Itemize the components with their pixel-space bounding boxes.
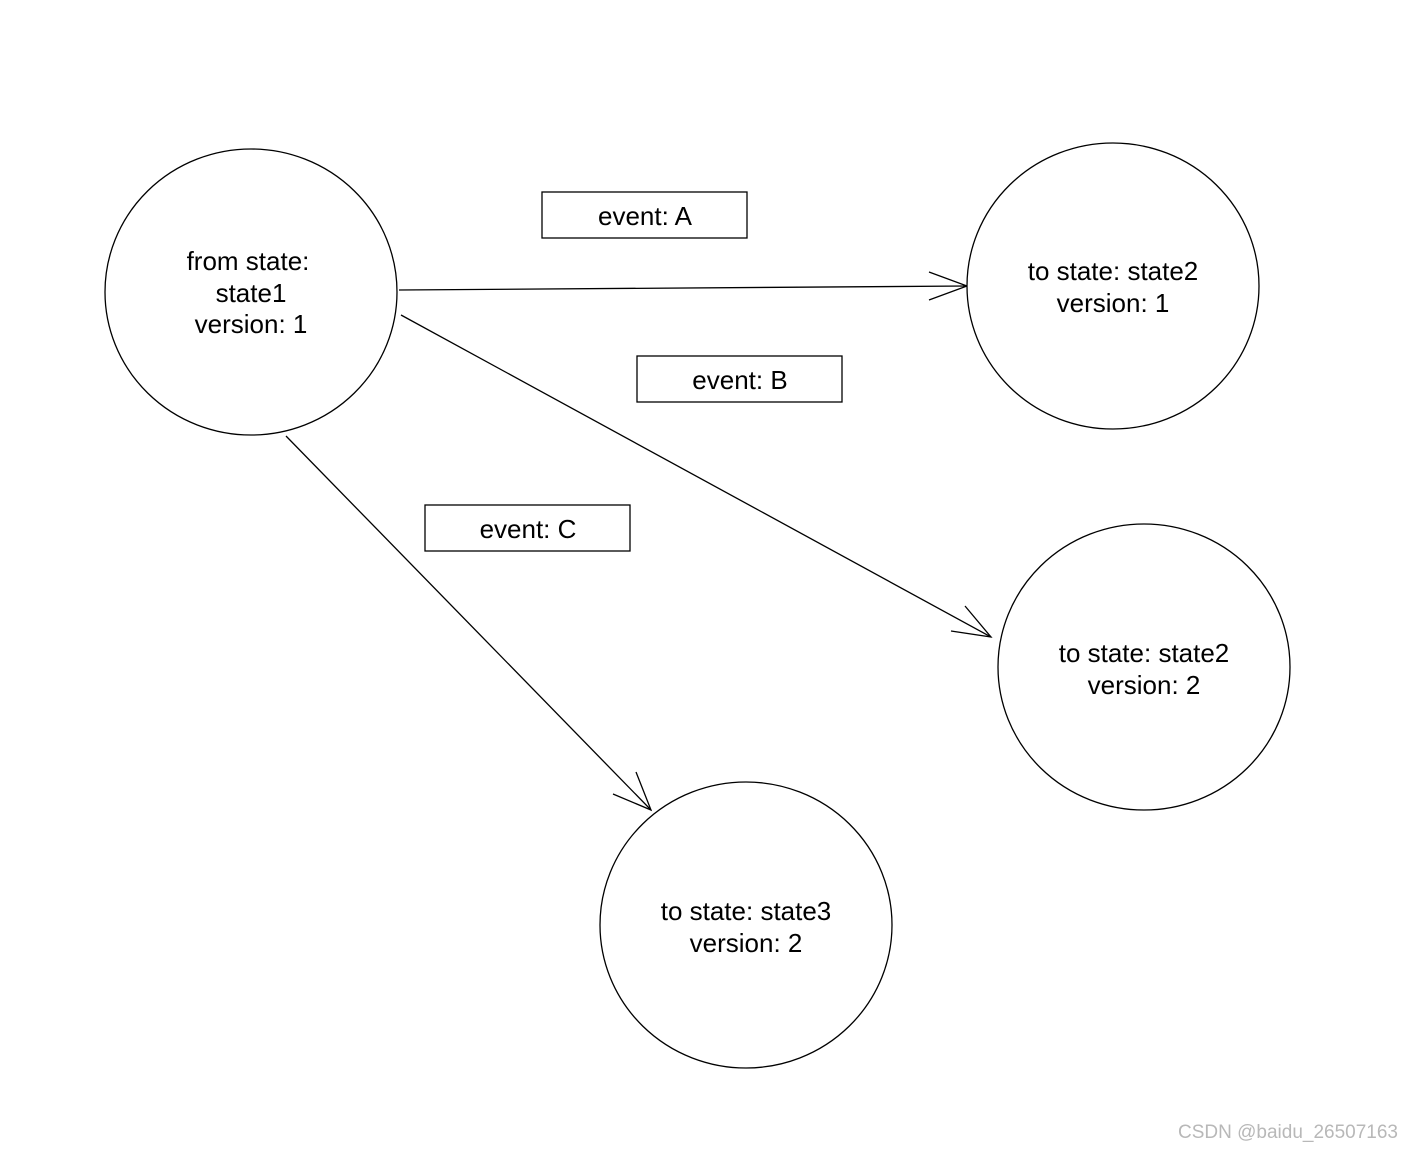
node-to-c-line-1: to state: state3 [661, 896, 832, 926]
edge-b-line [400, 314, 992, 638]
node-to-b-line-1: to state: state2 [1059, 638, 1230, 668]
node-from-line-3: version: 1 [195, 309, 308, 339]
edge-b-arrowhead [950, 605, 993, 638]
node-to-c-line-2: version: 2 [690, 928, 803, 958]
edge-label-b-box [636, 355, 843, 403]
edge-c-line [285, 435, 652, 811]
edge-label-a-box [541, 191, 748, 239]
edge-event-c [285, 435, 653, 812]
edge-event-b [400, 314, 993, 638]
node-to-state3-v2: to state: state3 version: 2 [599, 781, 893, 1069]
node-from-circle [104, 148, 398, 436]
node-to-a-line-2: version: 1 [1057, 288, 1170, 318]
node-to-a-line-1: to state: state2 [1028, 256, 1199, 286]
edge-label-c-box [424, 504, 631, 552]
node-from-line-2: state1 [216, 278, 287, 308]
node-to-state2-v1: to state: state2 version: 1 [966, 142, 1260, 430]
edge-label-a: event: A [541, 191, 748, 239]
edge-label-c: event: C [424, 504, 631, 552]
node-to-b-line-2: version: 2 [1088, 670, 1201, 700]
edge-a-line [398, 285, 968, 291]
edge-c-arrowhead [612, 771, 653, 812]
node-to-b-circle [997, 523, 1291, 811]
node-from-state: from state: state1 version: 1 [104, 148, 398, 436]
edge-label-b-text: event: B [692, 365, 787, 395]
node-to-state2-v2: to state: state2 version: 2 [997, 523, 1291, 811]
edge-label-c-text: event: C [480, 514, 577, 544]
edge-label-b: event: B [636, 355, 843, 403]
node-to-c-circle [599, 781, 893, 1069]
node-to-a-circle [966, 142, 1260, 430]
node-from-line-1: from state: [187, 246, 310, 276]
edge-label-a-text: event: A [598, 201, 693, 231]
watermark: CSDN @baidu_26507163 [1178, 1122, 1398, 1143]
edge-event-a [398, 271, 969, 301]
